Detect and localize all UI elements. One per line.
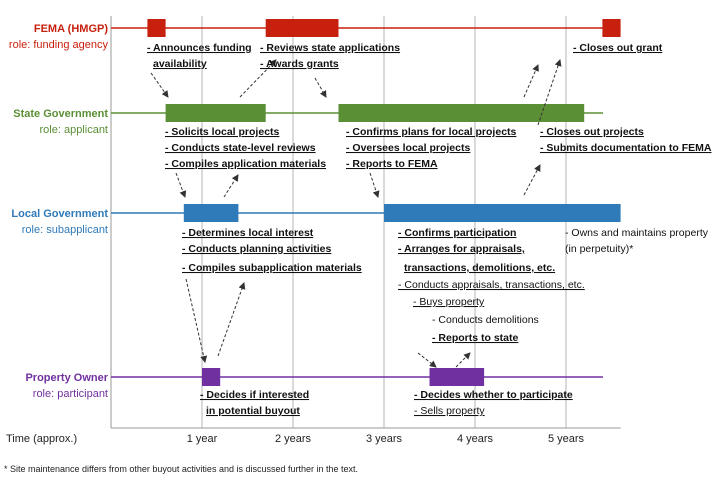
flow-arrow: [523, 64, 539, 98]
task-label: - Decides if interested: [200, 389, 309, 401]
task-label: - Announces funding: [147, 42, 252, 54]
axis-tick-label: 5 years: [548, 433, 585, 445]
flow-arrow: [150, 72, 169, 98]
lane-owner: Property Owner role: participant: [25, 368, 603, 400]
task-label: - Oversees local projects: [346, 142, 470, 154]
activity-bar: [183, 204, 239, 222]
task-label: - Reports to state: [432, 332, 519, 344]
lane-state: State Government role: applicant: [13, 104, 603, 136]
task-label: - Buys property: [413, 296, 485, 308]
activity-bar: [338, 104, 585, 122]
lane-title: Local Government: [11, 208, 108, 220]
activity-bar: [265, 19, 339, 37]
flow-arrow: [417, 352, 437, 368]
task-label: in potential buyout: [206, 405, 300, 417]
flow-arrow: [175, 172, 187, 198]
activity-bar: [202, 368, 221, 386]
task-label: - Conducts demolitions: [432, 314, 539, 326]
task-labels: - Announces funding availability - Reviews…: [147, 42, 712, 417]
task-label: transactions, demolitions, etc.: [404, 262, 555, 274]
task-label: - Owns and maintains property: [565, 227, 709, 239]
task-label: (in perpetuity)*: [565, 243, 633, 255]
axis-tick-label: 1 year: [187, 433, 218, 445]
lane-role: role: participant: [33, 388, 108, 400]
flow-arrow: [537, 59, 562, 126]
flow-arrow: [185, 278, 208, 363]
task-label: - Sells property: [414, 405, 485, 417]
flow-arrows: [150, 59, 562, 368]
lane-local: Local Government role: subapplicant: [11, 204, 621, 236]
flow-arrow: [239, 59, 277, 98]
task-label: - Reviews state applications: [260, 42, 400, 54]
task-label: - Compiles subapplication materials: [182, 262, 362, 274]
task-label: - Closes out projects: [540, 126, 644, 138]
activity-bar: [429, 368, 485, 386]
flow-arrow: [223, 174, 239, 198]
lane-title: Property Owner: [25, 372, 108, 384]
flow-arrow: [314, 77, 327, 98]
axis-tick-label: 4 years: [457, 433, 494, 445]
flow-arrow: [369, 172, 380, 198]
task-label: - Reports to FEMA: [346, 158, 438, 170]
lane-fema: FEMA (HMGP) role: funding agency: [9, 19, 621, 51]
lane-role: role: subapplicant: [22, 224, 108, 236]
activity-bar: [147, 19, 166, 37]
task-label: - Compiles application materials: [165, 158, 326, 170]
task-label: - Conducts planning activities: [182, 243, 332, 255]
task-label: availability: [153, 58, 207, 70]
task-label: - Determines local interest: [182, 227, 314, 239]
flow-arrow: [523, 164, 541, 196]
lane-role: role: applicant: [40, 124, 109, 136]
lane-role: role: funding agency: [9, 39, 109, 51]
axis-label: Time (approx.): [6, 433, 77, 445]
task-label: - Awards grants: [260, 58, 339, 70]
activity-bar: [165, 104, 266, 122]
activity-bar: [602, 19, 621, 37]
time-axis: Time (approx.) 1 year 2 years 3 years 4 yea…: [6, 427, 621, 445]
task-label: - Solicits local projects: [165, 126, 280, 138]
task-label: - Confirms participation: [398, 227, 516, 239]
footnote: * Site maintenance differs from other bu…: [4, 464, 358, 474]
activity-bar: [384, 204, 621, 222]
task-label: - Submits documentation to FEMA: [540, 142, 712, 154]
flow-arrow: [455, 352, 471, 368]
lane-title: State Government: [13, 108, 108, 120]
task-label: - Closes out grant: [573, 42, 663, 54]
axis-tick-label: 2 years: [275, 433, 312, 445]
flow-arrow: [217, 282, 246, 357]
axis-tick-label: 3 years: [366, 433, 403, 445]
task-label: - Decides whether to participate: [414, 389, 573, 401]
task-label: - Confirms plans for local projects: [346, 126, 517, 138]
lane-title: FEMA (HMGP): [34, 23, 108, 35]
task-label: - Conducts appraisals, transactions, etc…: [398, 279, 585, 291]
task-label: - Conducts state-level reviews: [165, 142, 316, 154]
task-label: - Arranges for appraisals,: [398, 243, 525, 255]
